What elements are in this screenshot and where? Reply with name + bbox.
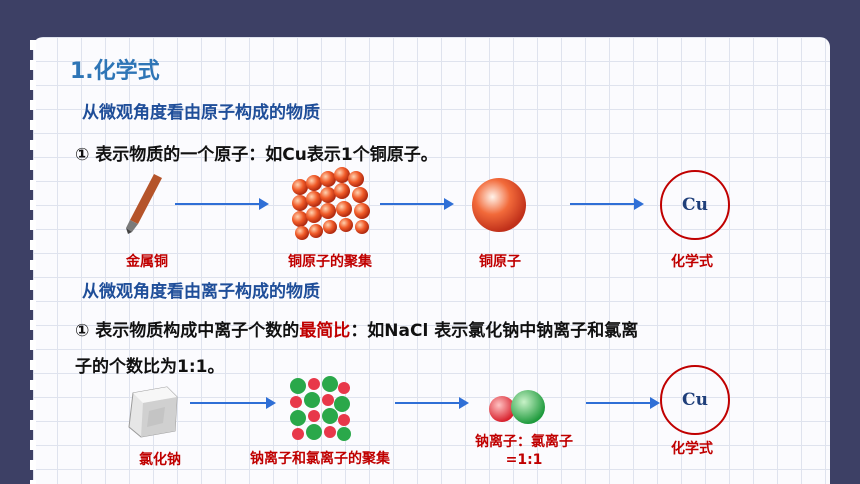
arrow-4 [190, 397, 276, 409]
caption-ratio-value: =1:1 [505, 452, 543, 468]
section2-line-1: ① 表示物质构成中离子个数的最简比：如NaCl 表示氯化钠中钠离子和氯离 [75, 321, 639, 341]
arrow-6 [586, 397, 660, 409]
formula-circle-2: Cu [660, 365, 730, 435]
caption-formula-2: 化学式 [671, 441, 713, 457]
section1-heading: 从微观角度看由原子构成的物质 [82, 103, 320, 123]
arrow-5 [395, 397, 469, 409]
caption-ion-aggregate: 钠离子和氯离子的聚集 [250, 451, 390, 467]
ion-pair-icon [489, 390, 545, 424]
caption-copper-aggregate: 铜原子的聚集 [288, 254, 372, 270]
section2-heading: 从微观角度看由离子构成的物质 [82, 282, 320, 302]
caption-metal-copper: 金属铜 [126, 254, 168, 270]
section2-line-2: 子的个数比为1:1。 [75, 357, 225, 377]
copper-atom-icon [472, 178, 526, 232]
caption-sodium-chloride: 氯化钠 [139, 452, 181, 468]
salt-crystal-icon [128, 386, 178, 438]
arrow-2 [380, 198, 454, 210]
caption-formula-1: 化学式 [671, 254, 713, 270]
caption-ion-ratio: 钠离子：氯离子 [475, 434, 573, 450]
arrow-3 [570, 198, 644, 210]
caption-copper-atom: 铜原子 [479, 254, 521, 270]
copper-wire-icon [126, 174, 162, 234]
section1-line: ① 表示物质的一个原子：如Cu表示1个铜原子。 [75, 145, 438, 165]
highlight-simplest-ratio: 最简比 [299, 321, 351, 341]
copper-cluster-icon [292, 167, 370, 240]
formula-circle-cu: Cu [660, 170, 730, 240]
arrow-1 [175, 198, 269, 210]
nacl-lattice-icon [290, 376, 351, 441]
binder-edge [30, 40, 36, 484]
page-title: 1.化学式 [70, 59, 160, 84]
